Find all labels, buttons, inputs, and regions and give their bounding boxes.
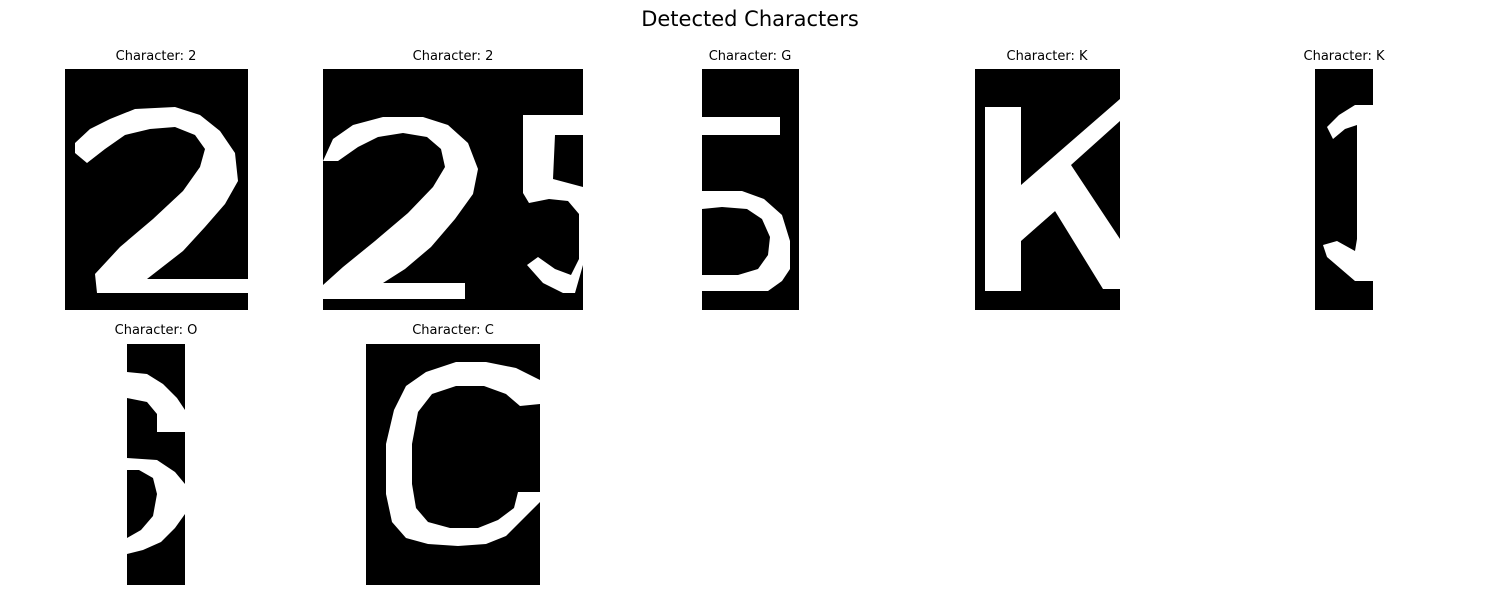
character-image-3 [702,69,799,310]
panel-title-4: Character: K [1006,49,1088,64]
character-image-2 [323,69,583,310]
figure-title: Detected Characters [641,7,859,31]
panel-title-3: Character: G [708,49,792,64]
character-image-7 [366,344,540,585]
panel-title-5: Character: K [1303,49,1385,64]
panel-title-7: Character: C [412,323,494,338]
panel-title-1: Character: 2 [115,49,197,64]
panel-title-2: Character: 2 [412,49,494,64]
panel-title-6: Character: O [114,323,198,338]
character-image-5 [1315,69,1373,310]
character-image-1 [65,69,248,310]
character-image-4 [975,69,1120,310]
character-image-6 [127,344,185,585]
